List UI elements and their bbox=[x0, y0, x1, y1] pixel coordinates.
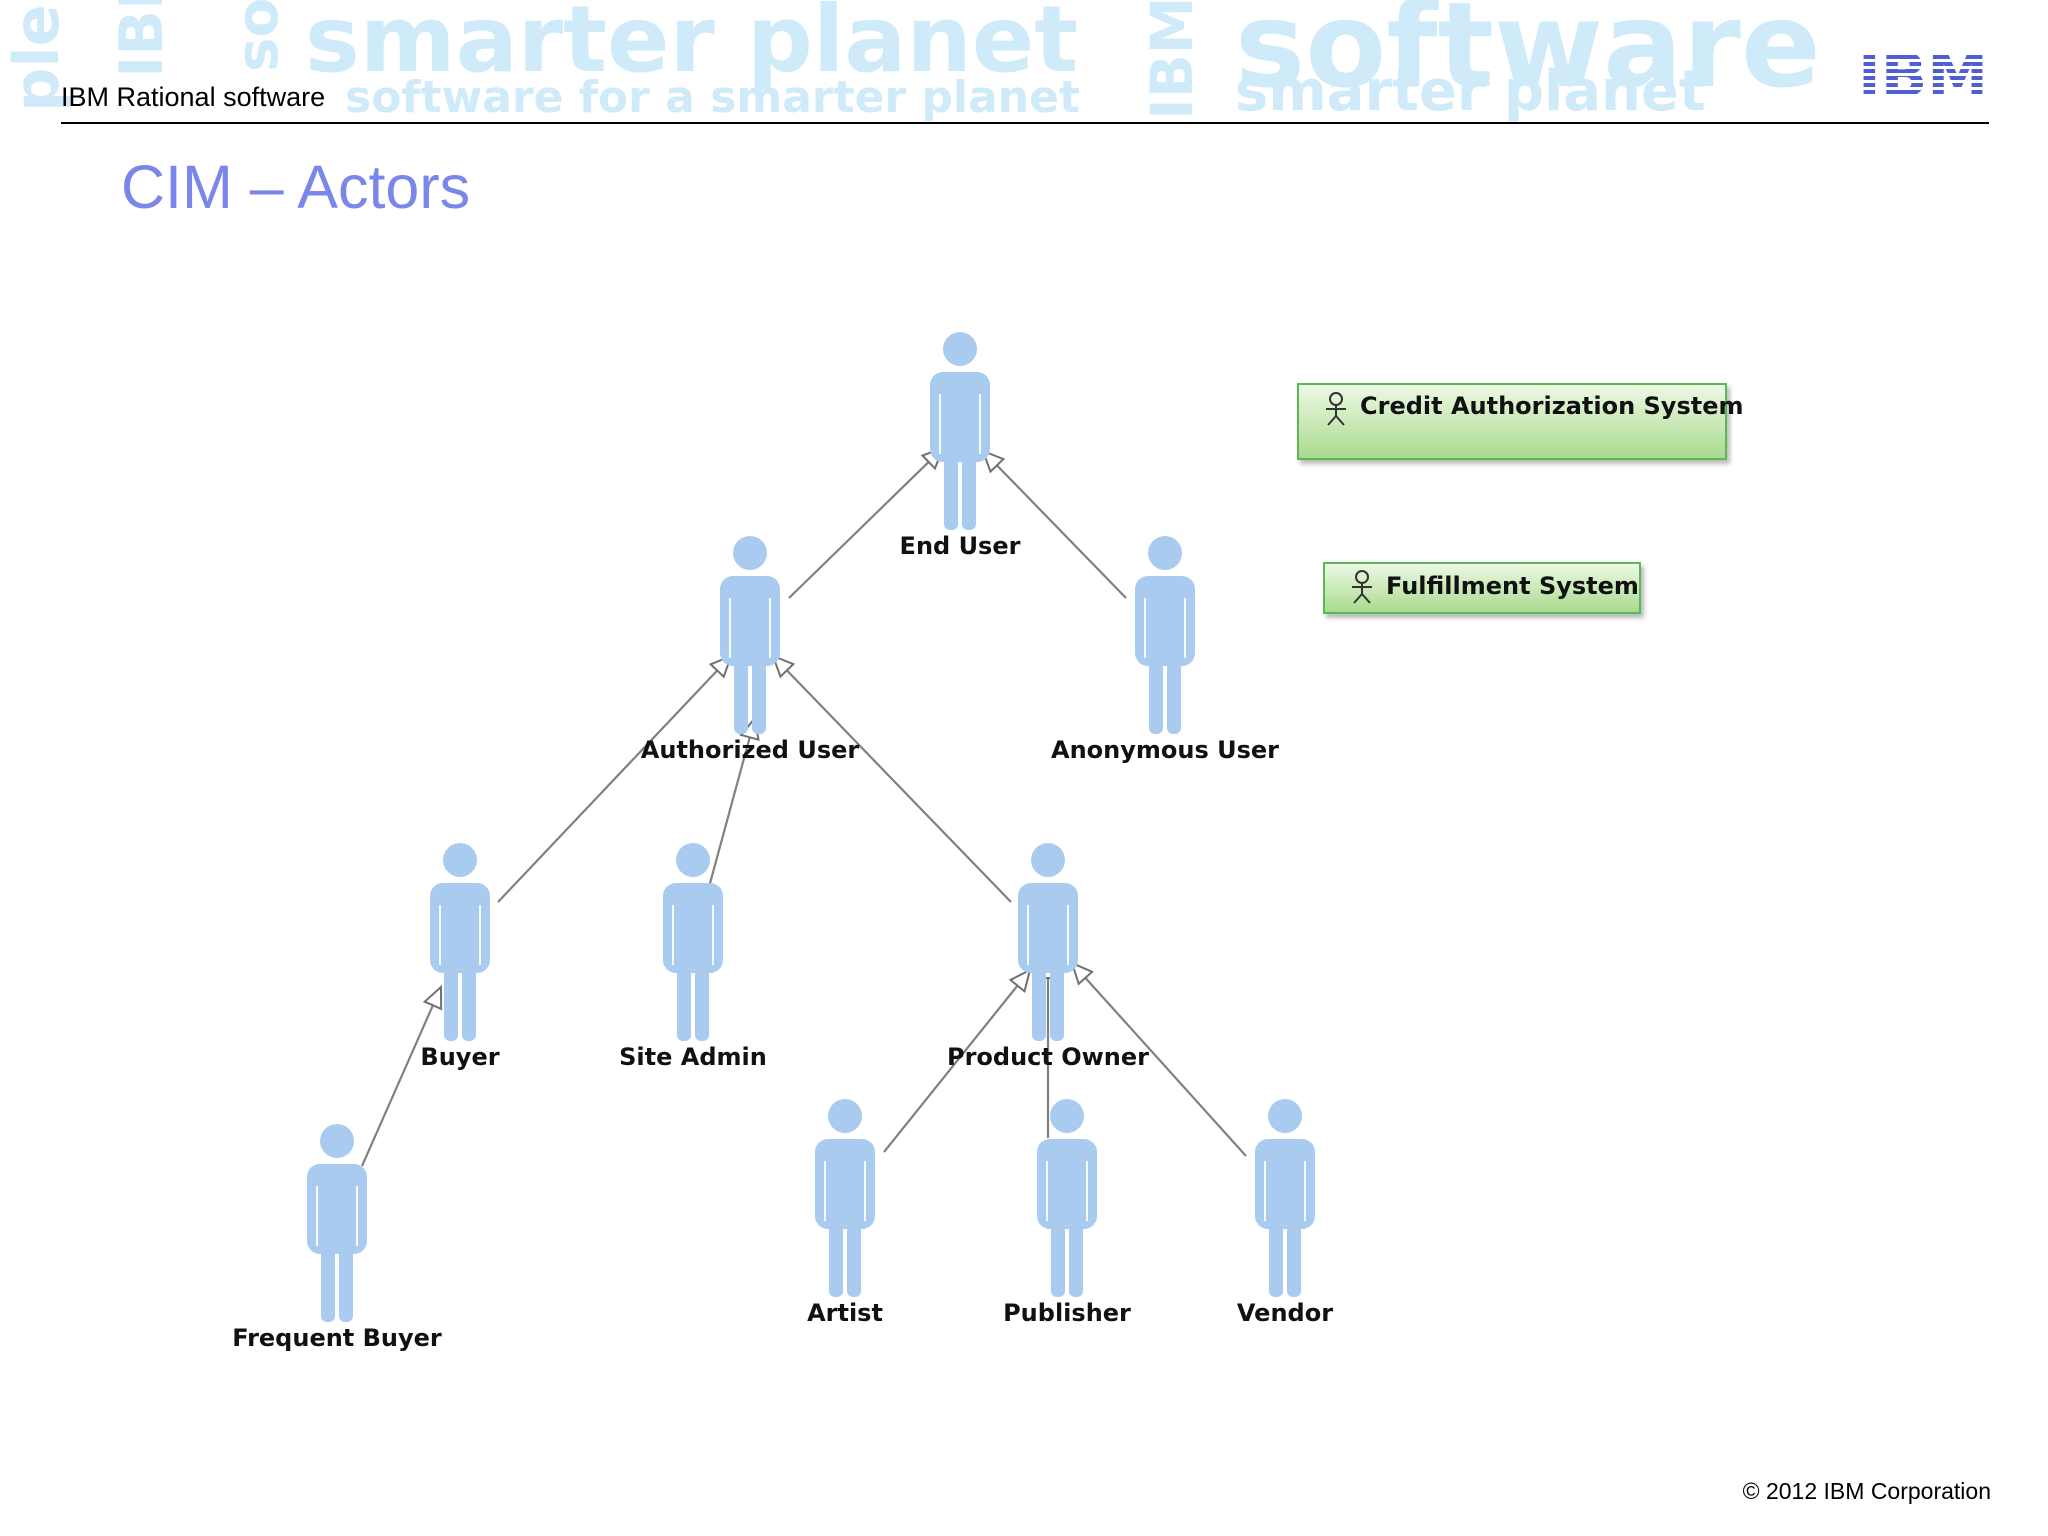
generalization-edge-product-owner bbox=[771, 654, 1012, 903]
actor-label: Authorized User bbox=[641, 736, 860, 764]
person-icon bbox=[430, 843, 490, 1041]
actor-end-user[interactable]: End User bbox=[900, 332, 1021, 560]
actor-label: Buyer bbox=[420, 1043, 499, 1071]
ibm-logo-text: IBM bbox=[1858, 48, 1988, 104]
product-name: IBM Rational software bbox=[61, 82, 326, 112]
generalization-edge-authorized-user bbox=[788, 446, 945, 599]
generalization-edge-frequent-buyer bbox=[360, 984, 443, 1167]
credit-authorization-system-label: Credit Authorization System bbox=[1360, 392, 1744, 420]
actor-icon bbox=[1352, 570, 1372, 604]
actor-label: Vendor bbox=[1237, 1299, 1333, 1327]
generalization-edge-anonymous-user bbox=[981, 449, 1127, 599]
watermark-smarter-planet: smarter planet bbox=[305, 0, 1079, 93]
person-icon bbox=[815, 1099, 875, 1297]
fulfillment-system-label: Fulfillment System bbox=[1386, 572, 1639, 600]
actor-authorized-user[interactable]: Authorized User bbox=[641, 536, 860, 764]
person-icon bbox=[663, 843, 723, 1041]
actor-buyer[interactable]: Buyer bbox=[420, 843, 500, 1071]
header-divider bbox=[61, 122, 1989, 124]
actor-label: End User bbox=[900, 532, 1021, 560]
actor-label: Product Owner bbox=[947, 1043, 1149, 1071]
actor-icon bbox=[1326, 392, 1346, 426]
actor-label: Site Admin bbox=[619, 1043, 767, 1071]
generalization-edge-artist bbox=[883, 968, 1032, 1153]
arrowhead-icon bbox=[771, 654, 796, 679]
arrowhead-icon bbox=[422, 984, 443, 1011]
actor-anonymous-user[interactable]: Anonymous User bbox=[1051, 536, 1279, 764]
person-icon bbox=[1037, 1099, 1097, 1297]
actor-vendor[interactable]: Vendor bbox=[1237, 1099, 1333, 1327]
actor-artist[interactable]: Artist bbox=[807, 1099, 883, 1327]
generalization-edge-vendor bbox=[1070, 961, 1247, 1157]
copyright: © 2012 IBM Corporation bbox=[1742, 1478, 1991, 1504]
ibm-logo: IBM bbox=[1858, 48, 1988, 104]
actor-frequent-buyer[interactable]: Frequent Buyer bbox=[232, 1124, 442, 1352]
person-icon bbox=[1135, 536, 1195, 734]
fulfillment-system-box[interactable]: Fulfillment System bbox=[1323, 562, 1641, 614]
actor-label: Publisher bbox=[1003, 1299, 1131, 1327]
arrowhead-icon bbox=[981, 449, 1006, 474]
actor-publisher[interactable]: Publisher bbox=[1003, 1099, 1131, 1327]
actor-product-owner[interactable]: Product Owner bbox=[947, 843, 1149, 1071]
actor-label: Artist bbox=[807, 1299, 883, 1327]
person-icon bbox=[307, 1124, 367, 1322]
watermark-software-for: software for a smarter planet bbox=[345, 72, 1080, 123]
actor-label: Anonymous User bbox=[1051, 736, 1279, 764]
person-icon bbox=[1018, 843, 1078, 1041]
arrowhead-icon bbox=[1070, 961, 1094, 986]
watermark-software: software bbox=[1235, 0, 1821, 114]
watermark-smarter-planet-2: smarter planet bbox=[1235, 59, 1706, 124]
person-icon bbox=[1255, 1099, 1315, 1297]
header-banner: ple IBM so smarter planet software for a… bbox=[0, 0, 2048, 130]
person-icon bbox=[930, 332, 990, 530]
credit-authorization-system-box[interactable]: Credit Authorization System bbox=[1297, 383, 1744, 460]
arrowhead-icon bbox=[1008, 968, 1032, 993]
person-icon bbox=[720, 536, 780, 734]
page-title: CIM – Actors bbox=[121, 153, 471, 221]
actor-site-admin[interactable]: Site Admin bbox=[619, 843, 767, 1071]
actor-label: Frequent Buyer bbox=[232, 1324, 442, 1352]
